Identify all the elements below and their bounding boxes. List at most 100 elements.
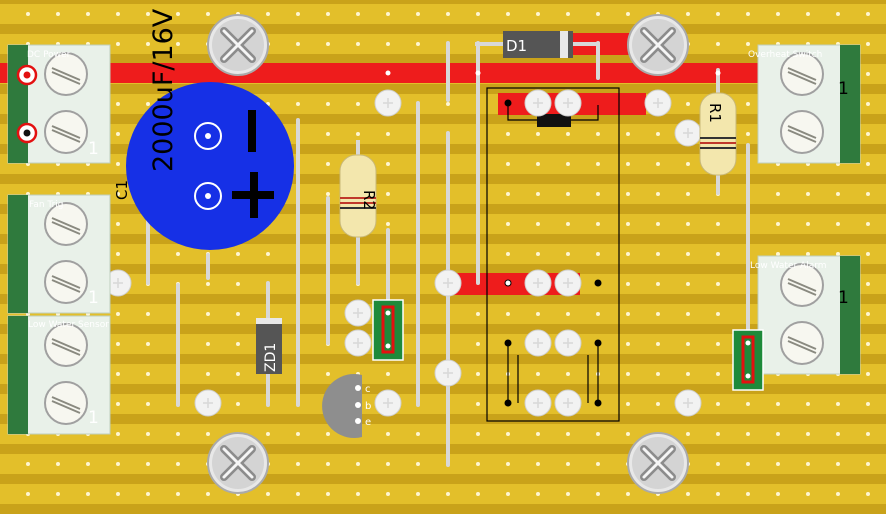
strip-hole (506, 12, 510, 16)
terminal-screw-slot (787, 67, 817, 85)
strip-hole (386, 492, 390, 496)
terminal-base (840, 256, 860, 374)
strip-hole (296, 492, 300, 496)
strip-hole (326, 132, 330, 136)
strip-hole (866, 282, 870, 286)
strip-hole (56, 492, 60, 496)
screw-slot-highlight (222, 29, 254, 61)
strip-hole (206, 372, 210, 376)
strip-hole (686, 282, 690, 286)
strip-hole (776, 222, 780, 226)
strip-hole (296, 102, 300, 106)
strip-hole (716, 492, 720, 496)
strip-hole (536, 162, 540, 166)
strip-hole (296, 12, 300, 16)
solder-pad-cross (353, 308, 363, 318)
strip-hole (836, 402, 840, 406)
solder-pad-cross (563, 98, 573, 108)
strip-hole (536, 492, 540, 496)
strip-hole (686, 342, 690, 346)
track-pin (715, 70, 721, 76)
connector-label-fan-trig: Fan Trig (29, 200, 64, 210)
strip-hole (806, 12, 810, 16)
strip-hole (836, 252, 840, 256)
strip-hole (716, 282, 720, 286)
strip-hole (686, 222, 690, 226)
strip-hole (506, 192, 510, 196)
strip-hole (266, 432, 270, 436)
header-jumper (381, 305, 395, 354)
strip-hole (116, 12, 120, 16)
transistor-body (322, 374, 362, 438)
strip-hole (386, 192, 390, 196)
strip-hole (26, 492, 30, 496)
terminal-block (7, 194, 111, 314)
strip-hole (626, 12, 630, 16)
strip-hole (566, 462, 570, 466)
strip-hole (866, 102, 870, 106)
header-base (372, 299, 404, 361)
strip-hole (506, 462, 510, 466)
header-pin (385, 310, 391, 316)
strip-hole (356, 42, 360, 46)
strip-hole (236, 252, 240, 256)
strip-hole (836, 492, 840, 496)
strip-hole (386, 132, 390, 136)
strip-hole (866, 372, 870, 376)
capacitor-lead-ring (194, 182, 222, 210)
terminal-blocks (7, 44, 861, 435)
relay-pin (594, 399, 602, 407)
strip-hole (866, 402, 870, 406)
strip-hole (326, 492, 330, 496)
transistor-pin (355, 385, 361, 391)
solder-pads (104, 70, 721, 417)
strip-hole (176, 462, 180, 466)
strip-hole (806, 432, 810, 436)
strip-hole (806, 462, 810, 466)
strip-hole (866, 432, 870, 436)
resistor-band (340, 202, 376, 204)
strip-hole (296, 462, 300, 466)
screw-slot-highlight (222, 447, 254, 479)
strip-hole (746, 42, 750, 46)
terminal-screw-slot (51, 217, 81, 235)
relay-pin (504, 399, 512, 407)
strip-hole (776, 192, 780, 196)
strip-hole (716, 372, 720, 376)
strip-hole (176, 42, 180, 46)
connector-label-low-water-alarm: Low Water Alarm (750, 261, 827, 271)
strip-hole (476, 372, 480, 376)
strip-hole (806, 492, 810, 496)
strip-hole (326, 162, 330, 166)
transistor-pin-label: c (365, 384, 371, 395)
strip-hole (476, 342, 480, 346)
strip-hole (326, 432, 330, 436)
strip-hole (626, 372, 630, 376)
solder-pad-cross (653, 98, 663, 108)
strip-hole (776, 432, 780, 436)
polarity-marker-dot (23, 71, 31, 79)
terminal-base (840, 45, 860, 163)
strip-hole (656, 402, 660, 406)
strip-hole (776, 252, 780, 256)
strip-hole (746, 12, 750, 16)
capacitor-lead (205, 133, 211, 139)
strip-hole (236, 402, 240, 406)
strip-hole (656, 282, 660, 286)
strip-hole (626, 402, 630, 406)
terminal-block (757, 44, 861, 164)
strip-hole (116, 432, 120, 436)
strip-hole (116, 372, 120, 376)
strip-hole (596, 462, 600, 466)
strip-hole (626, 432, 630, 436)
resistor-label: R2 (360, 190, 378, 210)
relay-pin (504, 99, 512, 107)
strip-hole (536, 432, 540, 436)
strip-hole (476, 492, 480, 496)
terminal-block (7, 315, 111, 435)
header-pin (745, 373, 751, 379)
resistor-r2: R2 (339, 140, 378, 238)
terminal-screw-slot (787, 278, 817, 296)
strip-hole (116, 252, 120, 256)
